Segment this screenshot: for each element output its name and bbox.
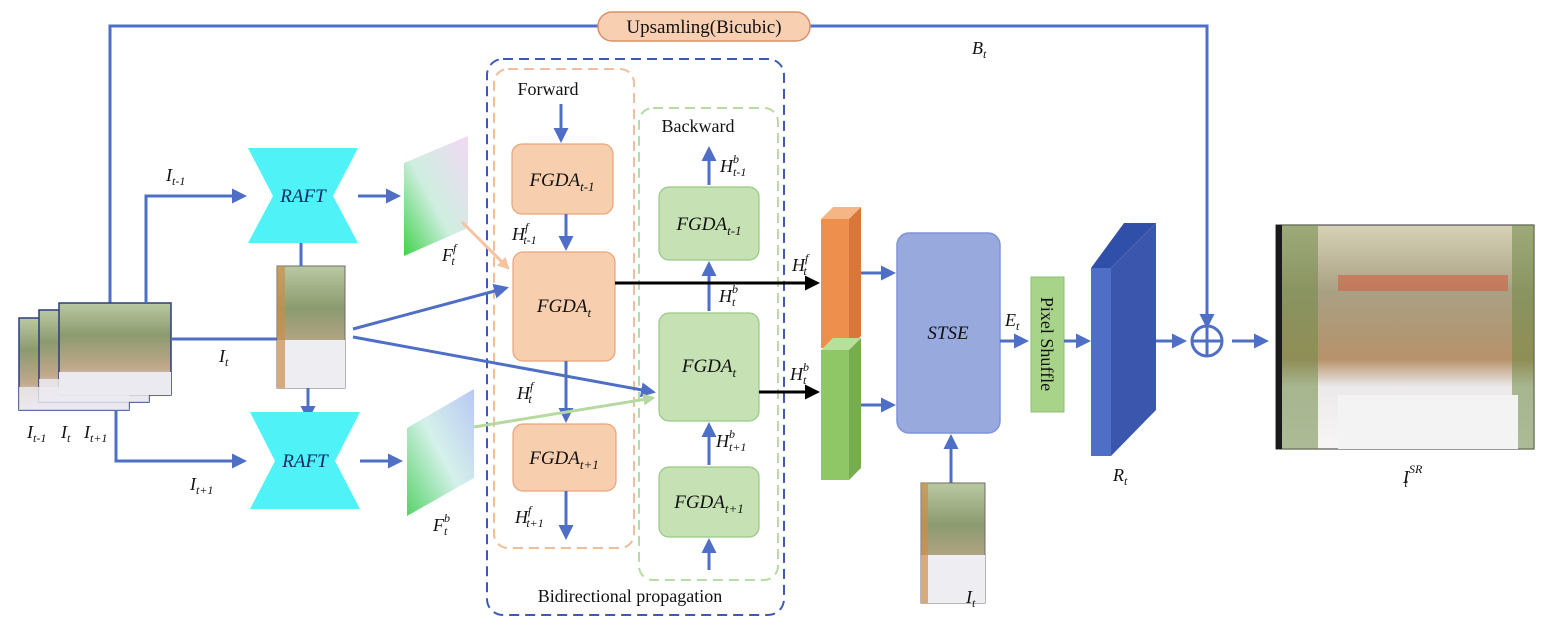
svg-text:FGDAt: FGDAt — [681, 356, 737, 380]
raft-top: RAFT — [248, 148, 358, 243]
bottom-frame-it — [920, 482, 986, 604]
input-frame-stack — [18, 302, 172, 411]
label-stack-i-tm1: It-1 — [26, 422, 46, 445]
adder-icon — [1190, 324, 1224, 358]
raft-top-label: RAFT — [279, 186, 327, 207]
label-e-t: Et — [1004, 310, 1020, 333]
backward-block-tp1: FGDAt+1 — [658, 466, 760, 538]
backward-block-tm1: FGDAt-1 — [658, 186, 760, 261]
backward-box — [638, 107, 779, 581]
label-r-t: Rt — [1112, 465, 1128, 488]
upsampling-label: Upsamling(Bicubic) — [626, 17, 781, 38]
arrow-it-to-forward — [352, 283, 509, 331]
forward-title: Forward — [518, 79, 579, 99]
label-i-tp1: It+1 — [189, 474, 213, 497]
arrow-it-to-backward — [352, 335, 656, 398]
upsampling-path — [108, 24, 1215, 329]
output-sr-image — [1275, 224, 1535, 450]
stse-label: STSE — [927, 323, 969, 344]
forward-block-tp1: FGDAt+1 — [512, 423, 617, 492]
flow-backward — [407, 389, 474, 516]
bidirectional-title: Bidirectional propagation — [538, 586, 722, 606]
svg-text:FGDAt-1: FGDAt-1 — [528, 170, 594, 194]
stse-block: STSE — [896, 232, 1001, 434]
pixel-shuffle-block: Pixel Shuffle — [1030, 276, 1065, 413]
center-frame-it — [276, 265, 346, 389]
feature-backward — [821, 338, 861, 480]
input-branch-arrows — [114, 188, 277, 469]
label-stack-i-tp1: It+1 — [83, 422, 107, 445]
forward-block-tm1: FGDAt-1 — [511, 143, 614, 215]
svg-text:FGDAt: FGDAt — [536, 296, 592, 320]
label-i-t: It — [218, 346, 229, 369]
forward-block-t: FGDAt — [512, 251, 616, 362]
upsampling-box: Upsamling(Bicubic) — [597, 11, 811, 42]
pixel-shuffle-label: Pixel Shuffle — [1037, 297, 1057, 391]
residual-block — [1091, 223, 1156, 456]
label-stack-i-t: It — [60, 422, 71, 445]
backward-block-t: FGDAt — [658, 312, 760, 422]
backward-title: Backward — [662, 116, 735, 136]
arrow-flow-backward-to-block — [473, 393, 656, 429]
svg-text:FGDAt-1: FGDAt-1 — [675, 214, 741, 238]
raft-bottom-label: RAFT — [281, 451, 329, 472]
raft-bottom: RAFT — [250, 412, 360, 509]
forward-box — [493, 68, 635, 549]
arrow-flow-forward-to-block — [460, 220, 510, 270]
label-i-bottom: It — [965, 587, 976, 610]
flow-forward — [404, 136, 468, 256]
bidirectional-box — [486, 58, 785, 616]
svg-text:FGDAt+1: FGDAt+1 — [673, 492, 744, 516]
label-i-tm1: It-1 — [165, 165, 185, 188]
feature-forward — [821, 207, 861, 348]
svg-text:FGDAt+1: FGDAt+1 — [528, 448, 599, 472]
label-b-t: Bt — [972, 38, 987, 61]
